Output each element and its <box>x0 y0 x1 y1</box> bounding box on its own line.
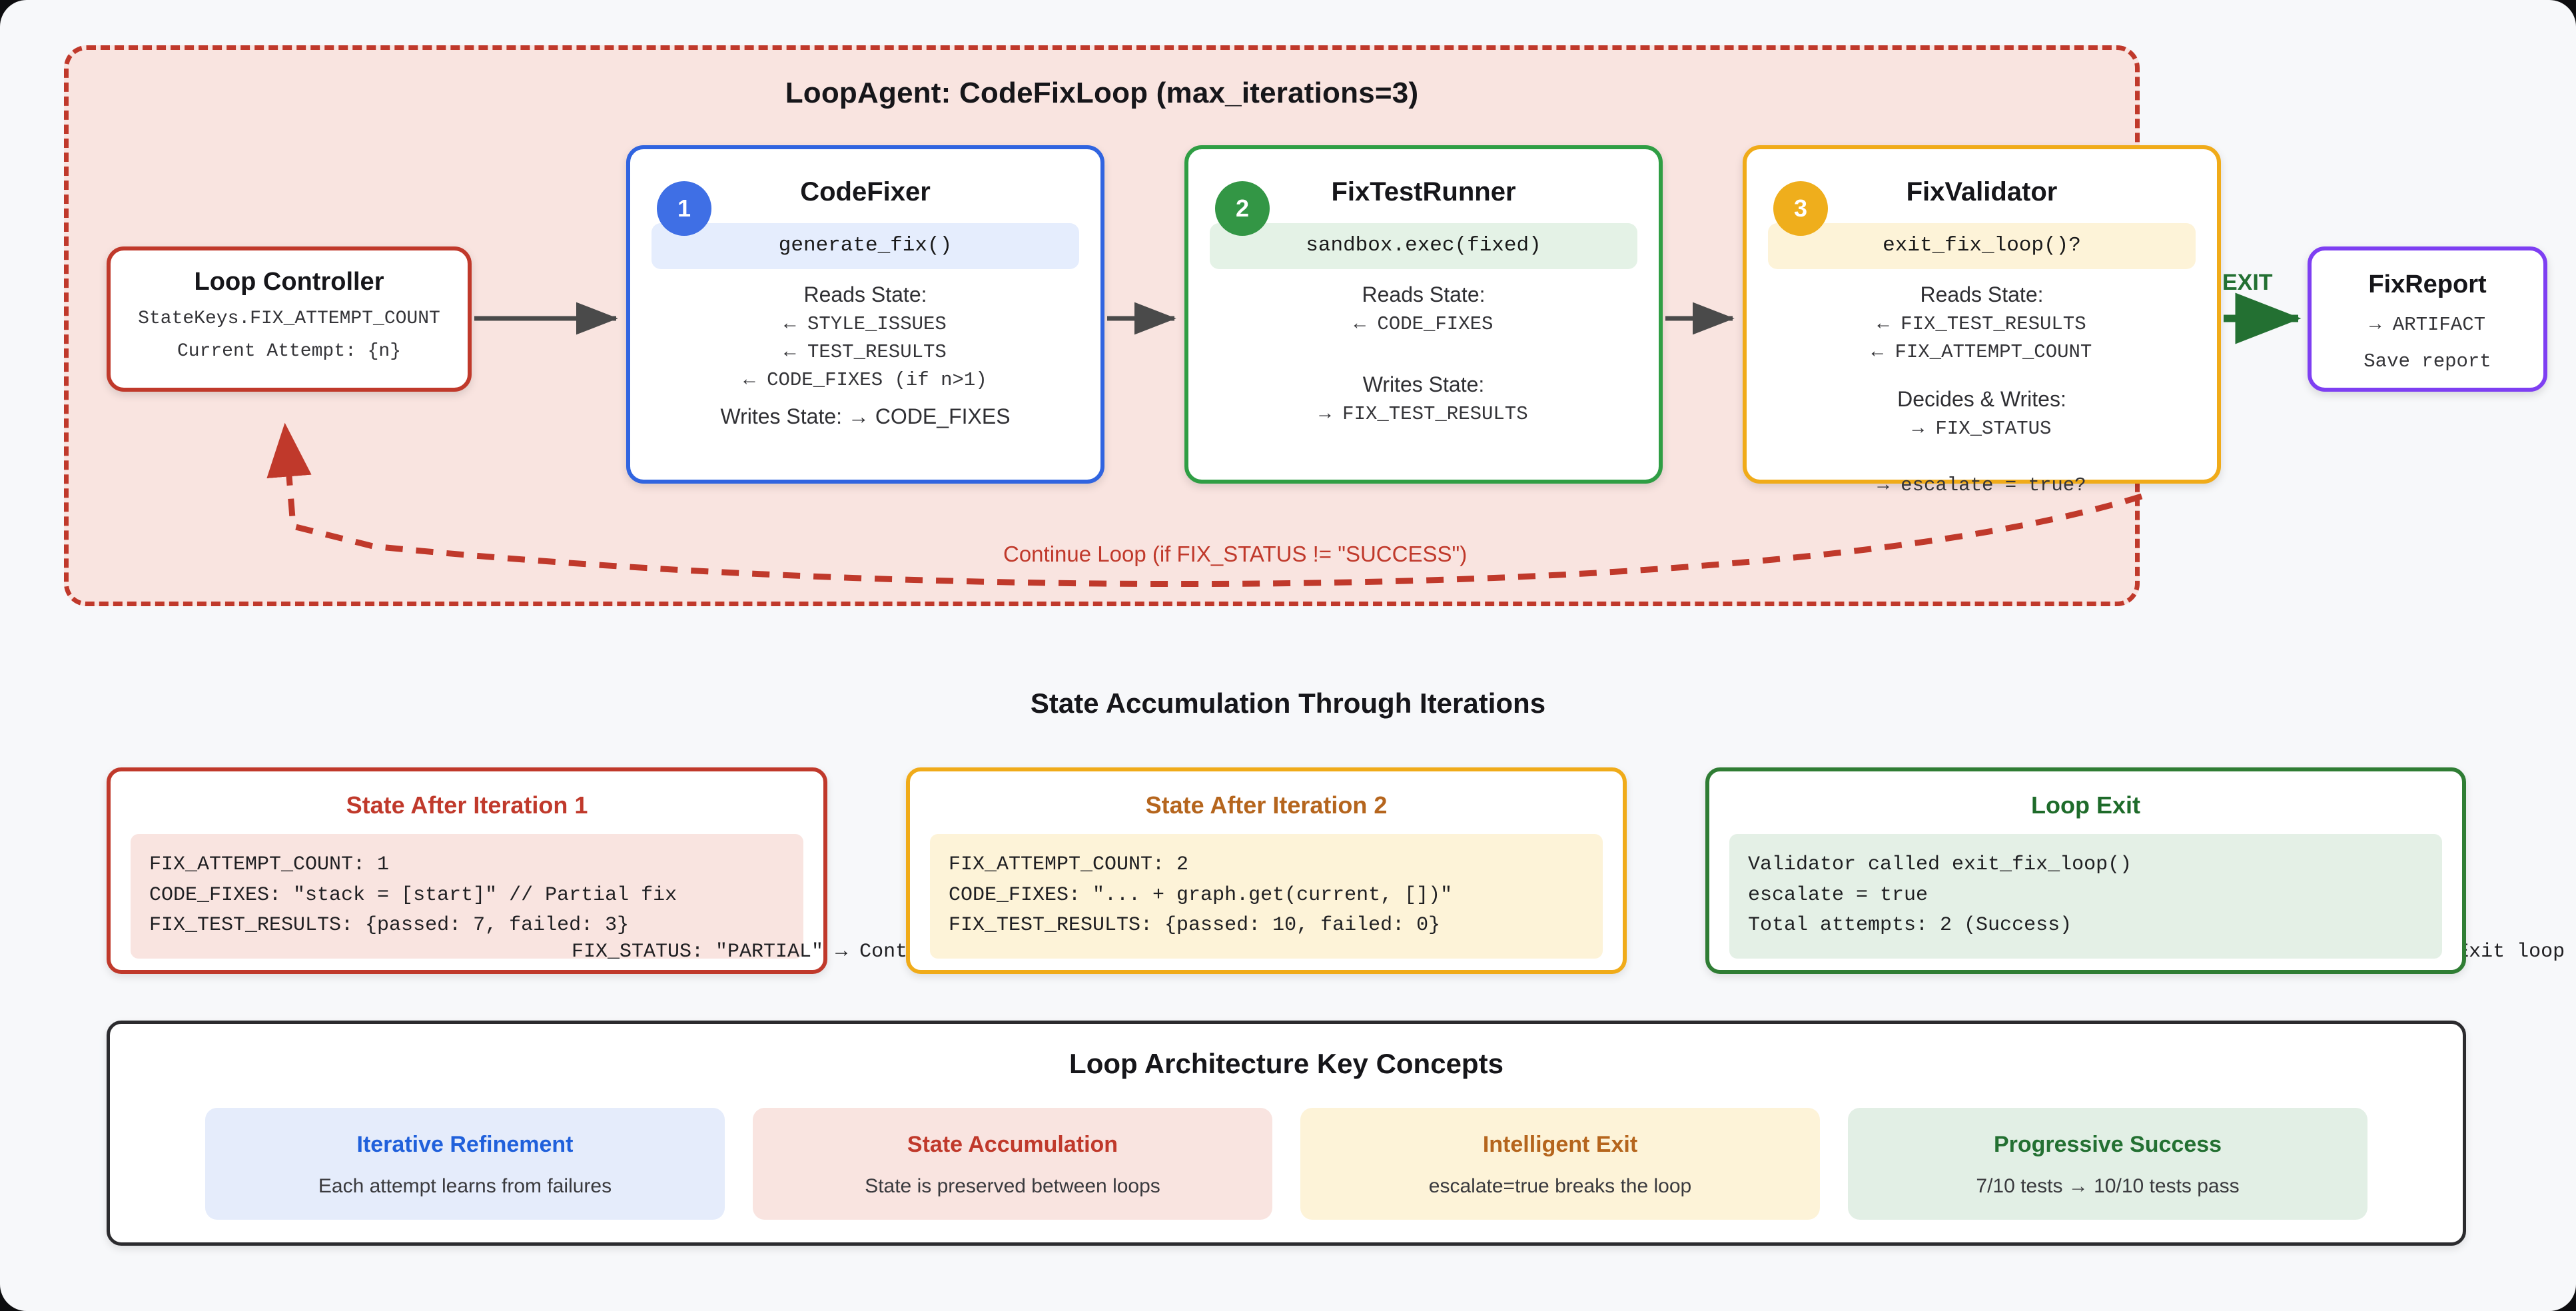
fix-validator-function-chip: exit_fix_loop()? <box>1768 223 2196 269</box>
fix-test-runner-reads-label: Reads State: <box>1362 282 1486 306</box>
code-fixer-read-item: ← STYLE_ISSUES <box>784 313 947 335</box>
fix-validator-title: FixValidator <box>1906 177 2058 207</box>
exit-label: EXIT <box>2222 270 2273 295</box>
concept-title: Intelligent Exit <box>1482 1132 1638 1157</box>
loop-agent-title: LoopAgent: CodeFixLoop (max_iterations=3… <box>785 77 1419 109</box>
code-fixer-reads-label: Reads State: <box>803 282 927 306</box>
code-fixer-writes-line: Writes State: → CODE_FIXES <box>720 404 1011 428</box>
fix-validator-read-item: ← FIX_TEST_RESULTS <box>1877 313 2086 335</box>
fix-test-runner-title: FixTestRunner <box>1331 177 1516 207</box>
state-card-body: Validator called exit_fix_loop() escalat… <box>1729 834 2442 959</box>
state-line: Total attempts: 2 (Success) <box>1748 914 2072 937</box>
concept-subtitle: State is preserved between loops <box>865 1175 1160 1197</box>
fix-report-title: FixReport <box>2368 270 2487 298</box>
step-number-badge: 3 <box>1773 181 1828 236</box>
continue-loop-label: Continue Loop (if FIX_STATUS != "SUCCESS… <box>1003 542 1468 566</box>
state-card-footer: Proceed to FixSynthesizer → <box>1709 941 2576 963</box>
state-line: escalate = true <box>1748 883 1929 907</box>
state-card-title: Loop Exit <box>2031 791 2140 819</box>
state-section-heading: State Accumulation Through Iterations <box>1030 687 1546 719</box>
node-loop-controller[interactable]: Loop Controller StateKeys.FIX_ATTEMPT_CO… <box>107 246 472 392</box>
key-concepts-heading: Loop Architecture Key Concepts <box>1069 1048 1503 1079</box>
state-card-title: State After Iteration 1 <box>346 791 588 819</box>
code-fixer-read-item: ← CODE_FIXES (if n>1) <box>743 369 987 391</box>
state-card-iteration-1[interactable]: State After Iteration 1 FIX_ATTEMPT_COUN… <box>107 767 1015 974</box>
concept-subtitle: escalate=true breaks the loop <box>1428 1175 1692 1197</box>
state-card-body: FIX_ATTEMPT_COUNT: 2 CODE_FIXES: "... + … <box>930 834 1603 959</box>
key-concepts-row: Iterative Refinement Each attempt learns… <box>110 1108 2463 1220</box>
node-code-fixer[interactable]: 1 CodeFixer generate_fix() Reads State: … <box>626 145 1104 484</box>
node-fix-validator[interactable]: 3 FixValidator exit_fix_loop()? Reads St… <box>1743 145 2221 496</box>
state-line: Validator called exit_fix_loop() <box>1748 853 2132 876</box>
step-number-badge: 2 <box>1215 181 1270 236</box>
fix-test-runner-writes-label: Writes State: <box>1362 372 1485 396</box>
concept-subtitle: 7/10 tests → 10/10 tests pass <box>1976 1175 2240 1197</box>
state-line: CODE_FIXES: "... + graph.get(current, []… <box>949 883 1453 907</box>
step-number-badge: 1 <box>657 181 711 236</box>
fix-report-artifact: → ARTIFACT <box>2369 314 2486 336</box>
state-line: FIX_ATTEMPT_COUNT: 1 <box>149 853 390 876</box>
state-card-title: State After Iteration 2 <box>1145 791 1388 819</box>
state-line: CODE_FIXES: "stack = [start]" // Partial… <box>149 883 677 907</box>
concept-progressive-success[interactable]: Progressive Success 7/10 tests → 10/10 t… <box>1848 1108 2367 1220</box>
concept-title: State Accumulation <box>907 1132 1118 1157</box>
concept-title: Progressive Success <box>1993 1132 2222 1157</box>
fix-test-runner-write-item: → FIX_TEST_RESULTS <box>1319 403 1528 425</box>
fix-validator-write-item: → FIX_STATUS <box>1912 418 2052 440</box>
state-line: FIX_TEST_RESULTS: {passed: 7, failed: 3} <box>149 914 630 937</box>
node-fix-report[interactable]: FixReport → ARTIFACT Save report <box>2308 246 2547 392</box>
loop-controller-statekey: StateKeys.FIX_ATTEMPT_COUNT <box>138 308 440 329</box>
code-fixer-read-item: ← TEST_RESULTS <box>784 341 947 363</box>
state-line: FIX_TEST_RESULTS: {passed: 10, failed: 0… <box>949 914 1441 937</box>
fix-test-runner-function-chip: sandbox.exec(fixed) <box>1210 223 1637 269</box>
fix-validator-escalate-line: → escalate = true? <box>1877 474 2086 496</box>
state-card-body: FIX_ATTEMPT_COUNT: 1 CODE_FIXES: "stack … <box>131 834 803 959</box>
fix-validator-reads-label: Reads State: <box>1920 282 2044 306</box>
concept-iterative-refinement[interactable]: Iterative Refinement Each attempt learns… <box>205 1108 725 1220</box>
code-fixer-function-chip: generate_fix() <box>651 223 1079 269</box>
state-line: FIX_ATTEMPT_COUNT: 2 <box>949 853 1189 876</box>
loop-controller-attempt: Current Attempt: {n} <box>177 341 402 362</box>
fix-test-runner-read-item: ← CODE_FIXES <box>1354 313 1494 335</box>
concept-title: Iterative Refinement <box>356 1132 574 1157</box>
code-fixer-title: CodeFixer <box>800 177 931 207</box>
fix-validator-writes-label: Decides & Writes: <box>1897 387 2066 411</box>
fix-validator-read-item: ← FIX_ATTEMPT_COUNT <box>1871 341 2092 363</box>
concept-intelligent-exit[interactable]: Intelligent Exit escalate=true breaks th… <box>1300 1108 1820 1220</box>
concept-subtitle: Each attempt learns from failures <box>318 1175 612 1197</box>
state-card-loop-exit[interactable]: Loop Exit Validator called exit_fix_loop… <box>1705 767 2466 974</box>
key-concepts-panel: Loop Architecture Key Concepts Iterative… <box>107 1021 2466 1246</box>
loop-controller-title: Loop Controller <box>194 268 384 296</box>
concept-state-accumulation[interactable]: State Accumulation State is preserved be… <box>753 1108 1272 1220</box>
node-fix-test-runner[interactable]: 2 FixTestRunner sandbox.exec(fixed) Read… <box>1184 145 1663 484</box>
state-card-iteration-2[interactable]: State After Iteration 2 FIX_ATTEMPT_COUN… <box>906 767 2565 974</box>
fix-report-save: Save report <box>2363 350 2491 372</box>
